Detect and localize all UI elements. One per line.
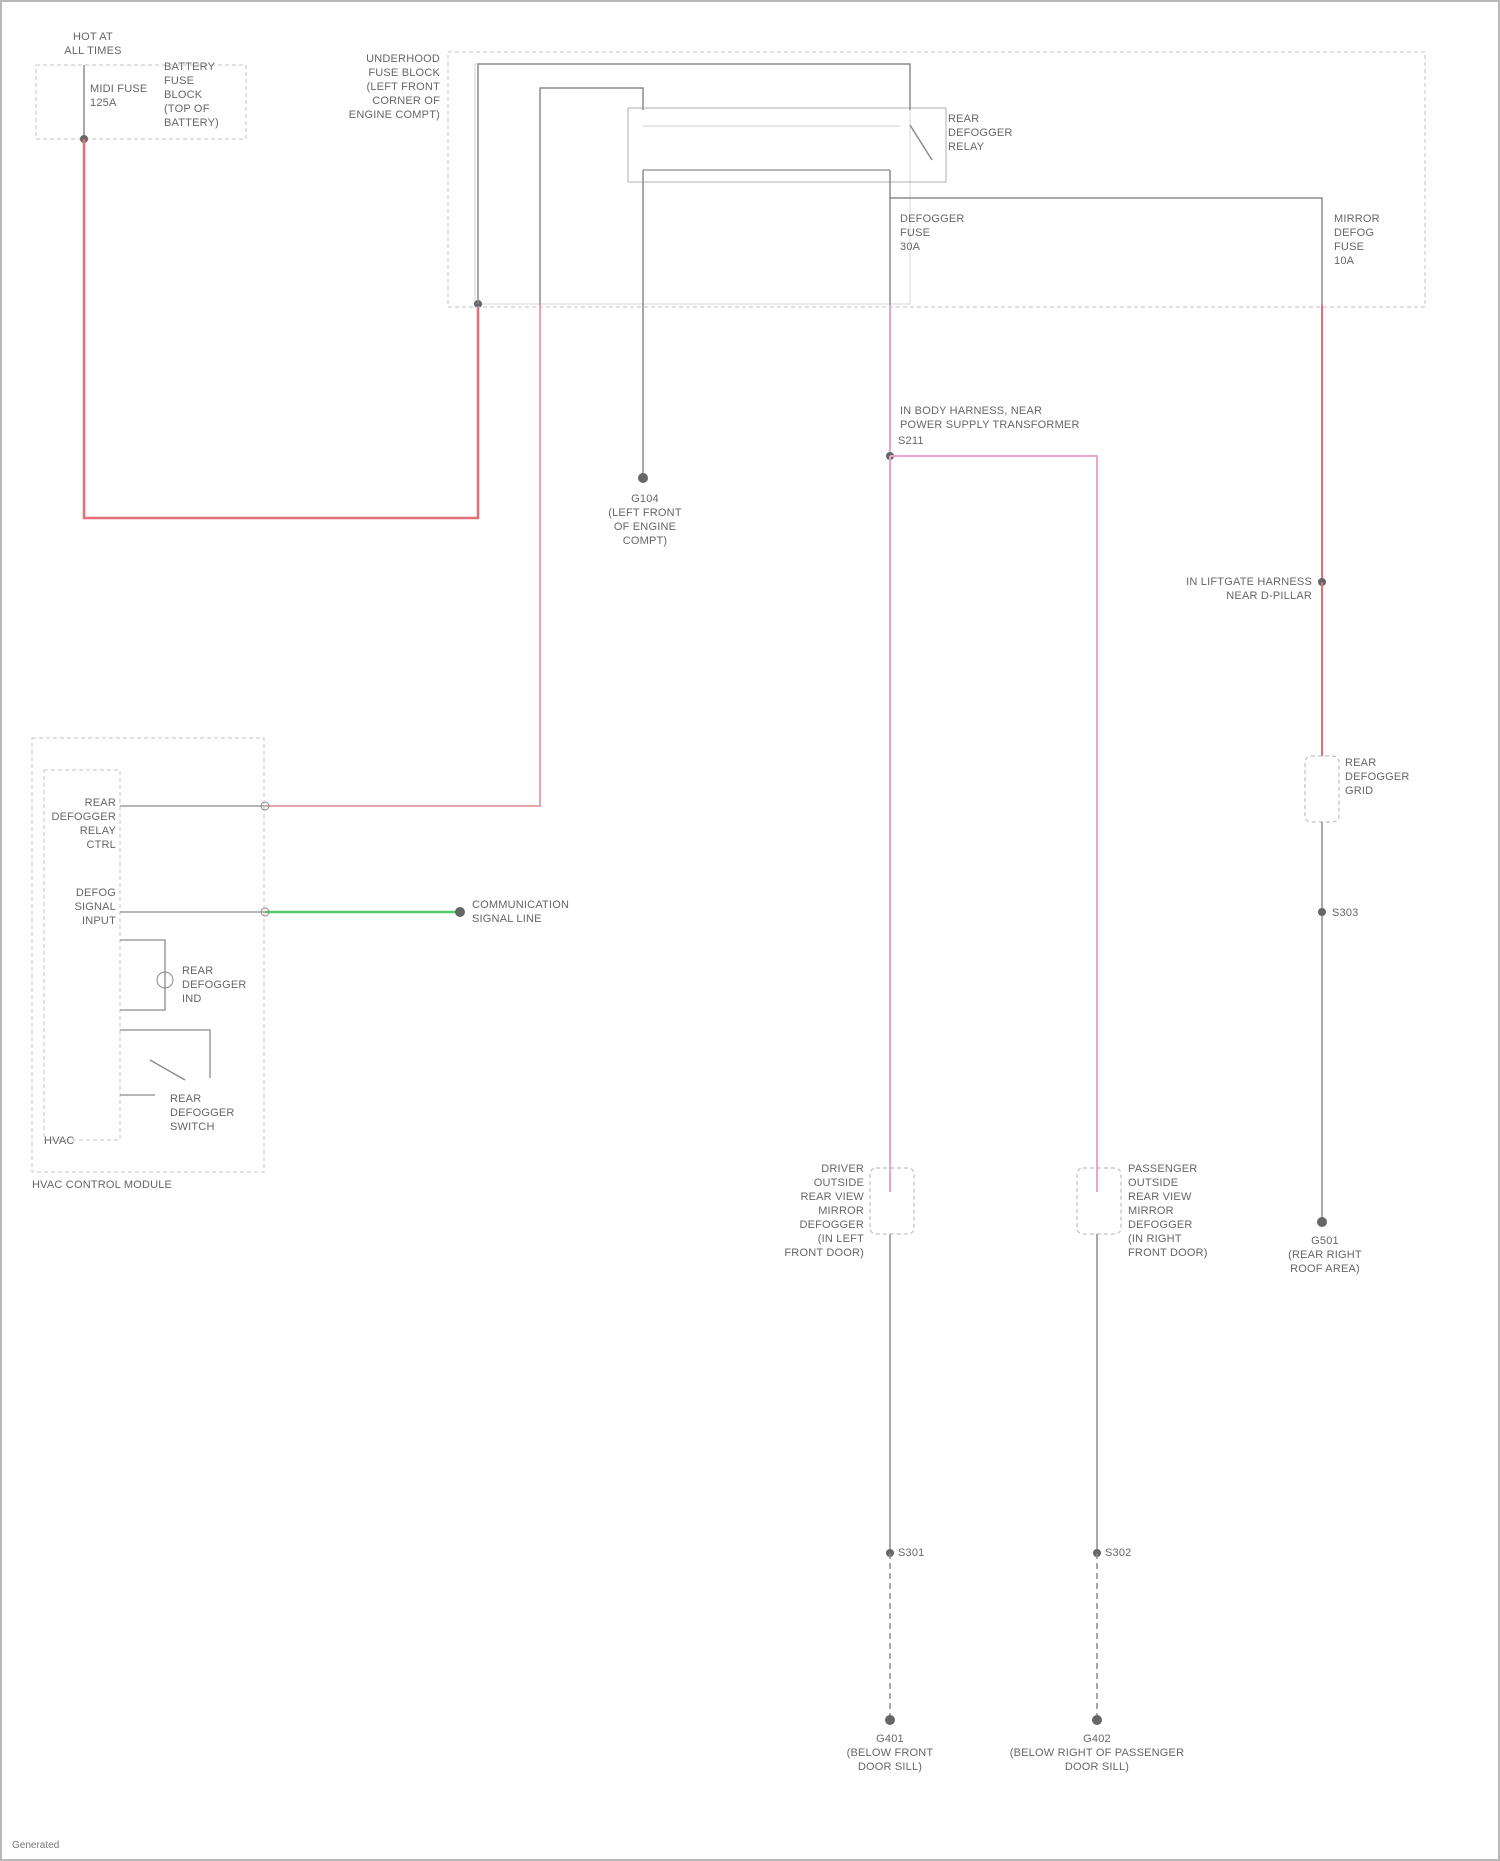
left-mirror-heater: [870, 1168, 914, 1234]
relay-contact: [910, 125, 932, 160]
right-mirror-label: PASSENGER OUTSIDE REAR VIEW MIRROR DEFOG…: [1128, 1162, 1232, 1260]
rear-grid-element: [1305, 756, 1339, 822]
right-mirror-feed: [890, 456, 1097, 1192]
fuse-link-label: MIDI FUSE 125A: [90, 82, 170, 110]
ground-rear-label: G501 (REAR RIGHT ROOF AREA): [1270, 1234, 1380, 1276]
hvac-defog-switch-label: REAR DEFOGGER SWITCH: [170, 1092, 260, 1134]
hvac-module-label: HVAC CONTROL MODULE: [32, 1178, 232, 1192]
ground-right-label: G402 (BELOW RIGHT OF PASSENGER DOOR SILL…: [990, 1732, 1204, 1774]
splice-s4-label: S303: [1332, 906, 1372, 920]
hvac-signal-input-label: DEFOG SIGNAL INPUT: [50, 886, 116, 928]
hvac-relay-ctrl-label: REAR DEFOGGER RELAY CTRL: [50, 796, 116, 852]
underhood-fuse-block-label: UNDERHOOD FUSE BLOCK (LEFT FRONT CORNER …: [320, 52, 440, 122]
red-feed-wire: [84, 139, 478, 518]
hvac-inner-label: HVAC: [44, 1134, 104, 1148]
splice-s1-label: S211: [898, 434, 938, 448]
mirror-fuse-label: MIRROR DEFOG FUSE 10A: [1334, 212, 1404, 268]
relay-box: [628, 108, 946, 182]
left-mirror-label: DRIVER OUTSIDE REAR VIEW MIRROR DEFOGGER…: [760, 1162, 864, 1260]
relay-switch-feed: [478, 64, 910, 304]
body-harness-splice-label: IN BODY HARNESS, NEAR POWER SUPPLY TRANS…: [900, 404, 1120, 432]
splice-s3-label: S302: [1105, 1546, 1145, 1560]
rear-defogger-relay-label: REAR DEFOGGER RELAY: [948, 112, 1028, 154]
communication-signal-label: COMMUNICATION SIGNAL LINE: [472, 898, 592, 926]
defogger-fuse-label: DEFOGGER FUSE 30A: [900, 212, 990, 254]
hvac-defog-indicator-label: REAR DEFOGGER IND: [182, 964, 262, 1006]
footer-text: Generated: [12, 1840, 59, 1851]
ground-g104-label: G104 (LEFT FRONT OF ENGINE COMPT): [590, 492, 700, 548]
hvac-switch-loop: [120, 1030, 210, 1078]
battery-fuse-block-label: BATTERY FUSE BLOCK (TOP OF BATTERY): [164, 60, 244, 130]
rear-ground-node: [1317, 1217, 1327, 1227]
hvac-switch-contact: [150, 1060, 185, 1080]
liftgate-harness-label: IN LIFTGATE HARNESS NEAR D-PILLAR: [1150, 575, 1312, 603]
grid-splice-node: [1318, 908, 1326, 916]
underhood-fuse-box: [448, 52, 1425, 307]
hot-at-all-times-label: HOT AT ALL TIMES: [48, 30, 138, 58]
rear-window-grid-label: REAR DEFOGGER GRID: [1345, 756, 1435, 798]
green-signal-node: [455, 907, 465, 917]
g104-node: [638, 473, 648, 483]
splice-s2-label: S301: [898, 1546, 938, 1560]
relay-ctrl-wire: [265, 305, 540, 806]
right-mirror-heater: [1077, 1168, 1121, 1234]
left-ground-node: [885, 1715, 895, 1725]
right-ground-node: [1092, 1715, 1102, 1725]
ground-left-label: G401 (BELOW FRONT DOOR SILL): [830, 1732, 950, 1774]
